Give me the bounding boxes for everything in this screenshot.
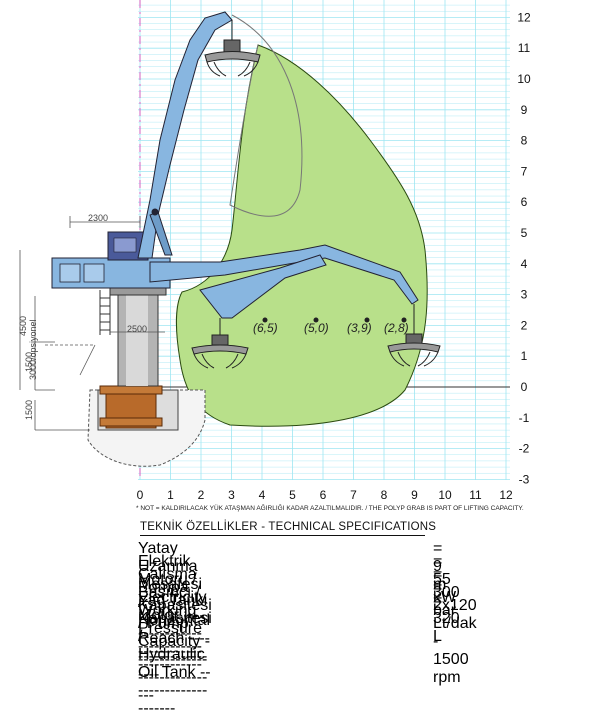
capacity-label-4: (2,8) — [384, 321, 409, 335]
x-tick-label: 9 — [411, 488, 418, 502]
x-tick-label: 3 — [228, 488, 235, 502]
y-tick-label: -2 — [519, 442, 530, 456]
capacity-label-1: (6,5) — [253, 321, 278, 335]
y-tick-label: 4 — [521, 257, 528, 271]
dim-3000-optional: 3000/opsiyonel — [28, 319, 38, 380]
working-envelope-area — [175, 44, 428, 427]
y-tick-label: 2 — [521, 318, 528, 332]
x-tick-label: 6 — [320, 488, 327, 502]
pedestal-column — [109, 284, 167, 387]
x-tick-label: 2 — [198, 488, 205, 502]
y-tick-label: -1 — [519, 411, 530, 425]
boom-raised — [137, 11, 233, 259]
dim-1500-b: 1500 — [24, 400, 34, 420]
spec-value: = 320 L — [433, 592, 460, 645]
x-tick-label: 12 — [499, 488, 513, 502]
x-tick-label: 11 — [469, 488, 482, 502]
y-tick-label: 10 — [517, 72, 531, 86]
x-tick-label: 7 — [350, 488, 357, 502]
boom-extended — [149, 244, 419, 319]
specs-title-underline — [140, 535, 425, 536]
y-tick-label: 7 — [521, 164, 528, 178]
y-tick-label: 5 — [521, 226, 528, 240]
grab-near — [191, 318, 249, 369]
y-tick-label: 11 — [518, 41, 531, 55]
x-tick-label: 0 — [137, 488, 144, 502]
x-tick-label: 4 — [259, 488, 266, 502]
dim-1500-a: 1500 — [24, 352, 34, 372]
dim-4500: 4500 — [18, 316, 28, 336]
y-tick-label: 8 — [521, 134, 528, 148]
max-reach-arc — [229, 14, 303, 217]
spec-label: Yağ Tankı Kapasitesi / Hydraulic Oil Tan… — [138, 592, 212, 717]
ladder — [99, 290, 111, 335]
specs-title: TEKNİK ÖZELLİKLER - TECHNICAL SPECIFICAT… — [140, 521, 437, 533]
x-tick-label: 1 — [167, 488, 174, 502]
dim-2500: 2500 — [127, 324, 147, 334]
dim-2300: 2300 — [88, 213, 108, 223]
grab-top — [204, 20, 261, 77]
y-tick-label: 9 — [521, 103, 528, 117]
foundation — [87, 385, 206, 467]
x-tick-label: 8 — [381, 488, 388, 502]
lifting-note: * NOT = KALDIRILACAK YÜK ATAŞMAN AĞIRLIĞ… — [136, 505, 524, 512]
grab-right — [387, 304, 441, 367]
y-tick-label: 6 — [521, 195, 528, 209]
capacity-label-2: (5,0) — [304, 321, 329, 335]
spec-value: = 9 m — [433, 540, 447, 593]
crane-working-range-diagram: (6,5) (5,0) (3,9) (2,8) 2300 2500 4500 3… — [18, 0, 531, 502]
dimension-lines — [19, 216, 165, 431]
x-tick-label: 10 — [438, 488, 452, 502]
y-tick-label: 0 — [521, 380, 528, 394]
y-tick-label: 3 — [521, 288, 528, 302]
y-tick-label: -3 — [519, 472, 530, 486]
capacity-label-3: (3,9) — [347, 321, 372, 335]
x-tick-label: 5 — [289, 488, 296, 502]
y-tick-label: 12 — [517, 10, 531, 24]
capacity-points — [262, 317, 407, 323]
y-tick-label: 1 — [521, 349, 528, 363]
